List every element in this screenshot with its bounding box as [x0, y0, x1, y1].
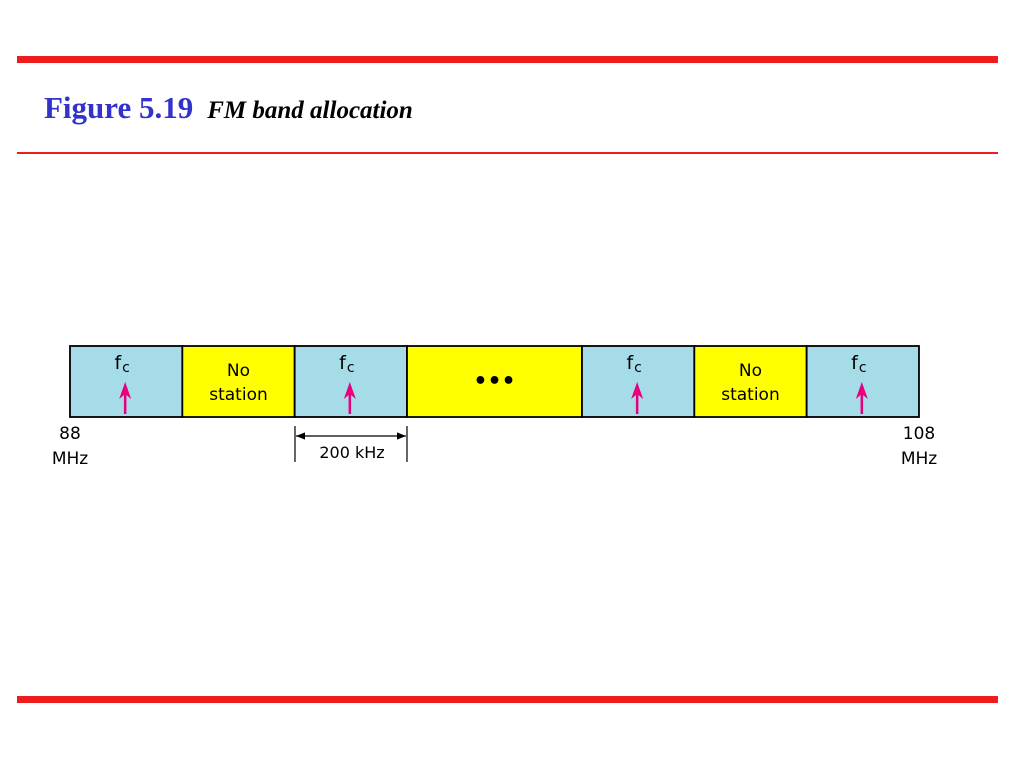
band-end-value: 108: [903, 424, 935, 444]
no-station-label-line1: No: [739, 361, 762, 381]
band-start-value: 88: [59, 424, 81, 444]
no-station-label-line2: station: [721, 385, 780, 405]
top-rule: [17, 56, 998, 63]
band-cell-station: fc: [69, 345, 184, 418]
carrier-arrow-icon: [855, 382, 868, 399]
band-end-unit: MHz: [901, 449, 937, 469]
band-cell-station: fc: [581, 345, 696, 418]
band-cell-gap: •••: [406, 345, 583, 418]
no-station-label-line1: No: [227, 361, 250, 381]
cell-box: [406, 345, 583, 418]
carrier-frequency-label: fc: [851, 352, 866, 376]
ellipsis-label: •••: [473, 369, 515, 394]
no-station-label-line2: station: [209, 385, 268, 405]
band-cell-station: fc: [293, 345, 408, 418]
figure-caption: FM band allocation: [207, 97, 413, 124]
channel-width-label: 200 kHz: [319, 443, 384, 462]
band-end-label: 108 MHz: [901, 424, 937, 469]
band-cell-station: fc: [805, 345, 920, 418]
band-cell-empty: No station: [693, 345, 808, 418]
carrier-arrow-icon: [119, 382, 132, 399]
carrier-frequency-label: fc: [339, 352, 354, 376]
title-underline: [17, 152, 998, 154]
band-start-label: 88 MHz: [52, 424, 88, 469]
cell-box: [181, 345, 296, 418]
carrier-frequency-label: fc: [114, 352, 129, 376]
bottom-rule: [17, 696, 998, 703]
band-cells: fc No station fc ••• fc No station fc: [69, 345, 920, 418]
figure-label: Figure 5.19: [44, 90, 194, 125]
carrier-frequency-label: fc: [626, 352, 641, 376]
slide-title: Figure 5.19 FM band allocation: [44, 90, 413, 126]
carrier-arrow-icon: [343, 382, 356, 399]
band-start-unit: MHz: [52, 449, 88, 469]
cell-box: [693, 345, 808, 418]
channel-width-dimension: 200 kHz: [294, 426, 408, 462]
carrier-arrow-icon: [631, 382, 644, 399]
band-cell-empty: No station: [181, 345, 296, 418]
